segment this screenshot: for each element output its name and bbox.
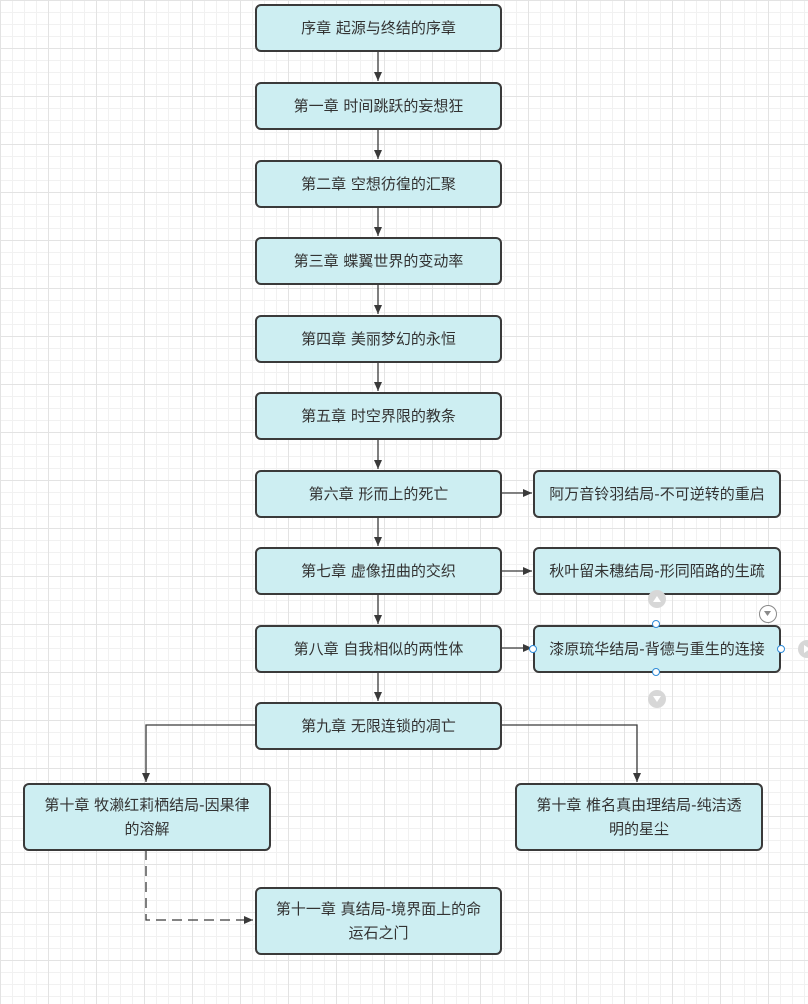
selection-handle-bottom[interactable] xyxy=(652,668,660,676)
node-chapter-11-true-end[interactable]: 第十一章 真结局-境界面上的命运石之门 xyxy=(255,887,502,955)
node-chapter-1[interactable]: 第一章 时间跳跃的妄想狂 xyxy=(255,82,502,130)
selection-handle-left[interactable] xyxy=(529,645,537,653)
node-ending-amane[interactable]: 阿万音铃羽结局-不可逆转的重启 xyxy=(533,470,781,518)
triangle-up-icon[interactable] xyxy=(648,590,666,608)
node-chapter-6[interactable]: 第六章 形而上的死亡 xyxy=(255,470,502,518)
selection-handle-right[interactable] xyxy=(777,645,785,653)
edge-ch9-ch10[interactable] xyxy=(142,724,255,782)
triangle-down-icon[interactable] xyxy=(759,605,777,623)
node-chapter-4[interactable]: 第四章 美丽梦幻的永恒 xyxy=(255,315,502,363)
node-chapter-10-mayuri[interactable]: 第十章 椎名真由理结局-纯洁透明的星尘 xyxy=(515,783,763,851)
node-prologue[interactable]: 序章 起源与终结的序章 xyxy=(255,4,502,52)
triangle-right-icon[interactable] xyxy=(798,640,808,658)
edge-ch10-ch11[interactable] xyxy=(145,850,253,924)
selection-handle-top[interactable] xyxy=(652,620,660,628)
node-chapter-8[interactable]: 第八章 自我相似的两性体 xyxy=(255,625,502,673)
node-ending-urushibara[interactable]: 漆原琉华结局-背德与重生的连接 xyxy=(533,625,781,673)
node-chapter-2[interactable]: 第二章 空想彷徨的汇聚 xyxy=(255,160,502,208)
node-ending-akiha[interactable]: 秋叶留未穗结局-形同陌路的生疏 xyxy=(533,547,781,595)
node-chapter-3[interactable]: 第三章 蝶翼世界的变动率 xyxy=(255,237,502,285)
node-chapter-9[interactable]: 第九章 无限连锁的凋亡 xyxy=(255,702,502,750)
edge-ch9-ch10b[interactable] xyxy=(501,724,641,782)
triangle-down-icon[interactable] xyxy=(648,690,666,708)
node-chapter-5[interactable]: 第五章 时空界限的教条 xyxy=(255,392,502,440)
node-chapter-10-kurisu[interactable]: 第十章 牧濑红莉栖结局-因果律的溶解 xyxy=(23,783,271,851)
node-chapter-7[interactable]: 第七章 虚像扭曲的交织 xyxy=(255,547,502,595)
